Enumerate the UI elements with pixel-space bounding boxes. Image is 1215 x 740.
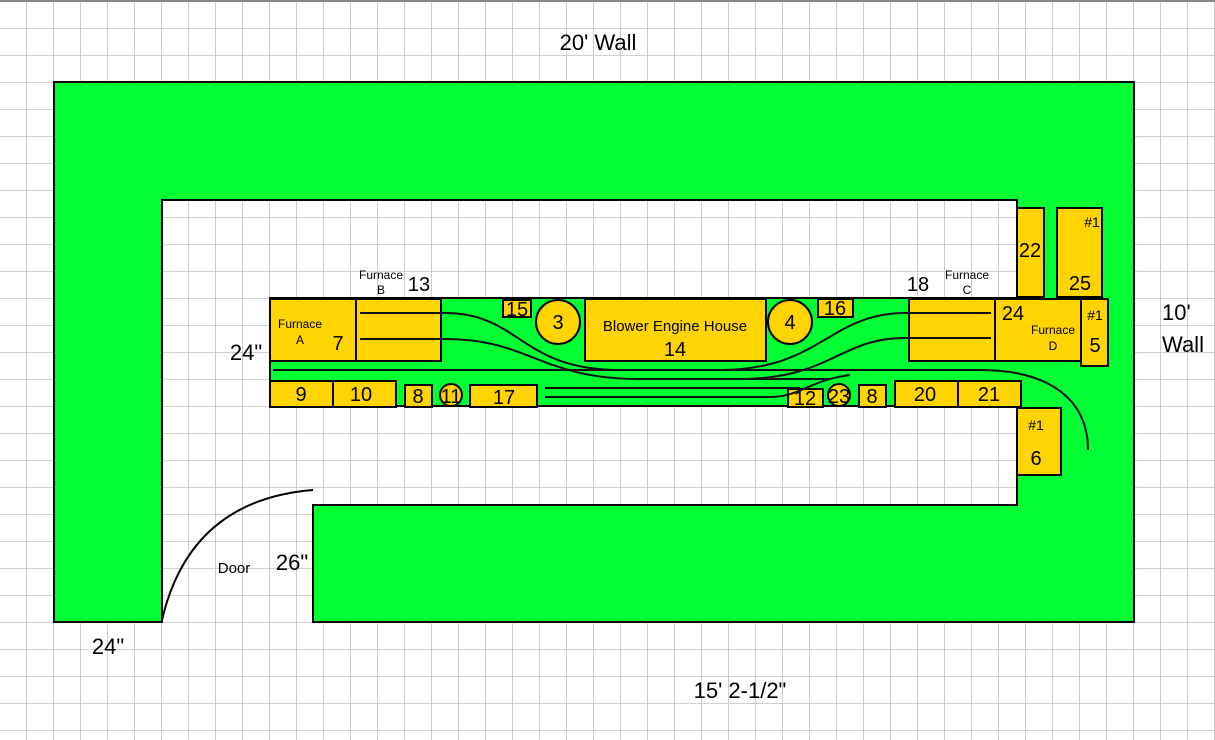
svg-text:12: 12 bbox=[794, 388, 816, 410]
structure-12: 12 bbox=[787, 388, 824, 410]
svg-text:15: 15 bbox=[506, 299, 528, 321]
blower-engine-house: Blower Engine House 14 bbox=[584, 298, 767, 362]
svg-text:25: 25 bbox=[1069, 273, 1091, 295]
svg-text:22: 22 bbox=[1019, 240, 1041, 262]
structure-5: #1 5 bbox=[1080, 298, 1109, 367]
furnace-b-letter: B bbox=[377, 283, 385, 297]
door-label: Door bbox=[218, 560, 251, 577]
aisle-width-label: 26" bbox=[276, 550, 308, 575]
svg-text:10: 10 bbox=[350, 384, 372, 406]
furnace-c-number: 18 bbox=[907, 274, 929, 296]
structure-22: 22 bbox=[1016, 207, 1045, 298]
structure-10: 10 bbox=[332, 380, 397, 408]
svg-text:17: 17 bbox=[493, 387, 515, 409]
furnace-a-label: Furnace bbox=[278, 317, 322, 331]
svg-text:9: 9 bbox=[295, 384, 306, 406]
track-plan bbox=[273, 312, 1089, 451]
structure-6: #1 6 bbox=[1016, 407, 1062, 476]
furnace-c-letter: C bbox=[963, 283, 972, 297]
furnace-c-lead-2 bbox=[739, 337, 991, 380]
siding-2 bbox=[545, 374, 851, 398]
svg-text:#1: #1 bbox=[1028, 417, 1044, 433]
svg-text:8: 8 bbox=[412, 386, 423, 408]
structure-15: 15 bbox=[502, 299, 532, 321]
furnace-b-number: 13 bbox=[408, 274, 430, 296]
structure-8-left: 8 bbox=[404, 384, 433, 408]
svg-text:23: 23 bbox=[828, 386, 850, 408]
svg-text:11: 11 bbox=[441, 386, 462, 408]
svg-text:20: 20 bbox=[914, 384, 936, 406]
main-track bbox=[273, 369, 1089, 451]
bottom-dimension-label: 15' 2-1/2" bbox=[694, 678, 787, 703]
top-wall-label: 20' Wall bbox=[560, 30, 637, 55]
furnace-d-letter: D bbox=[1049, 339, 1058, 353]
furnace-c-label: Furnace bbox=[945, 268, 989, 282]
structure-17: 17 bbox=[469, 384, 538, 409]
svg-text:5: 5 bbox=[1089, 335, 1100, 357]
structure-20: 20 bbox=[894, 380, 959, 408]
structure-4: 4 bbox=[767, 299, 813, 345]
door-swing-arc bbox=[161, 489, 314, 621]
svg-text:6: 6 bbox=[1030, 448, 1041, 470]
furnace-a-letter: A bbox=[296, 333, 304, 347]
svg-text:21: 21 bbox=[978, 384, 1000, 406]
structure-16: 16 bbox=[817, 298, 854, 320]
svg-text:4: 4 bbox=[784, 312, 795, 334]
svg-text:#1: #1 bbox=[1087, 307, 1103, 323]
blower-label: Blower Engine House bbox=[603, 318, 747, 335]
svg-text:16: 16 bbox=[824, 298, 846, 320]
structure-25: #1 25 bbox=[1056, 207, 1103, 298]
left-leg-width-label: 24" bbox=[92, 634, 124, 659]
svg-text:8: 8 bbox=[866, 386, 877, 408]
furnace-d: 24 Furnace D bbox=[994, 298, 1082, 362]
furnace-a-number: 7 bbox=[332, 333, 343, 355]
blower-number: 14 bbox=[664, 339, 686, 361]
structure-8-right: 8 bbox=[858, 384, 887, 408]
furnace-c: Furnace C 18 bbox=[907, 268, 996, 362]
furnace-b-label: Furnace bbox=[359, 268, 403, 282]
structure-9: 9 bbox=[269, 380, 334, 408]
furnace-b: Furnace B 13 bbox=[355, 268, 442, 362]
furnace-d-label: Furnace bbox=[1031, 323, 1075, 337]
furnace-c-lead-1 bbox=[719, 312, 991, 371]
structure-23: 23 bbox=[827, 383, 851, 408]
structure-21: 21 bbox=[957, 380, 1022, 408]
right-wall-label-1: 10' bbox=[1162, 300, 1191, 325]
svg-text:3: 3 bbox=[552, 312, 563, 334]
right-wall-label-2: Wall bbox=[1162, 332, 1204, 357]
structure-11: 11 bbox=[439, 383, 463, 408]
svg-text:#1: #1 bbox=[1084, 214, 1100, 230]
furnace-b-lead-2 bbox=[360, 338, 830, 380]
structure-3: 3 bbox=[535, 299, 581, 345]
furnace-a: Furnace A 7 bbox=[269, 298, 357, 362]
furnace-b-lead-1 bbox=[360, 312, 621, 371]
peninsula-width-label: 24" bbox=[230, 340, 262, 365]
benchwork-u bbox=[53, 81, 1135, 623]
furnace-d-number: 24 bbox=[1002, 303, 1024, 325]
